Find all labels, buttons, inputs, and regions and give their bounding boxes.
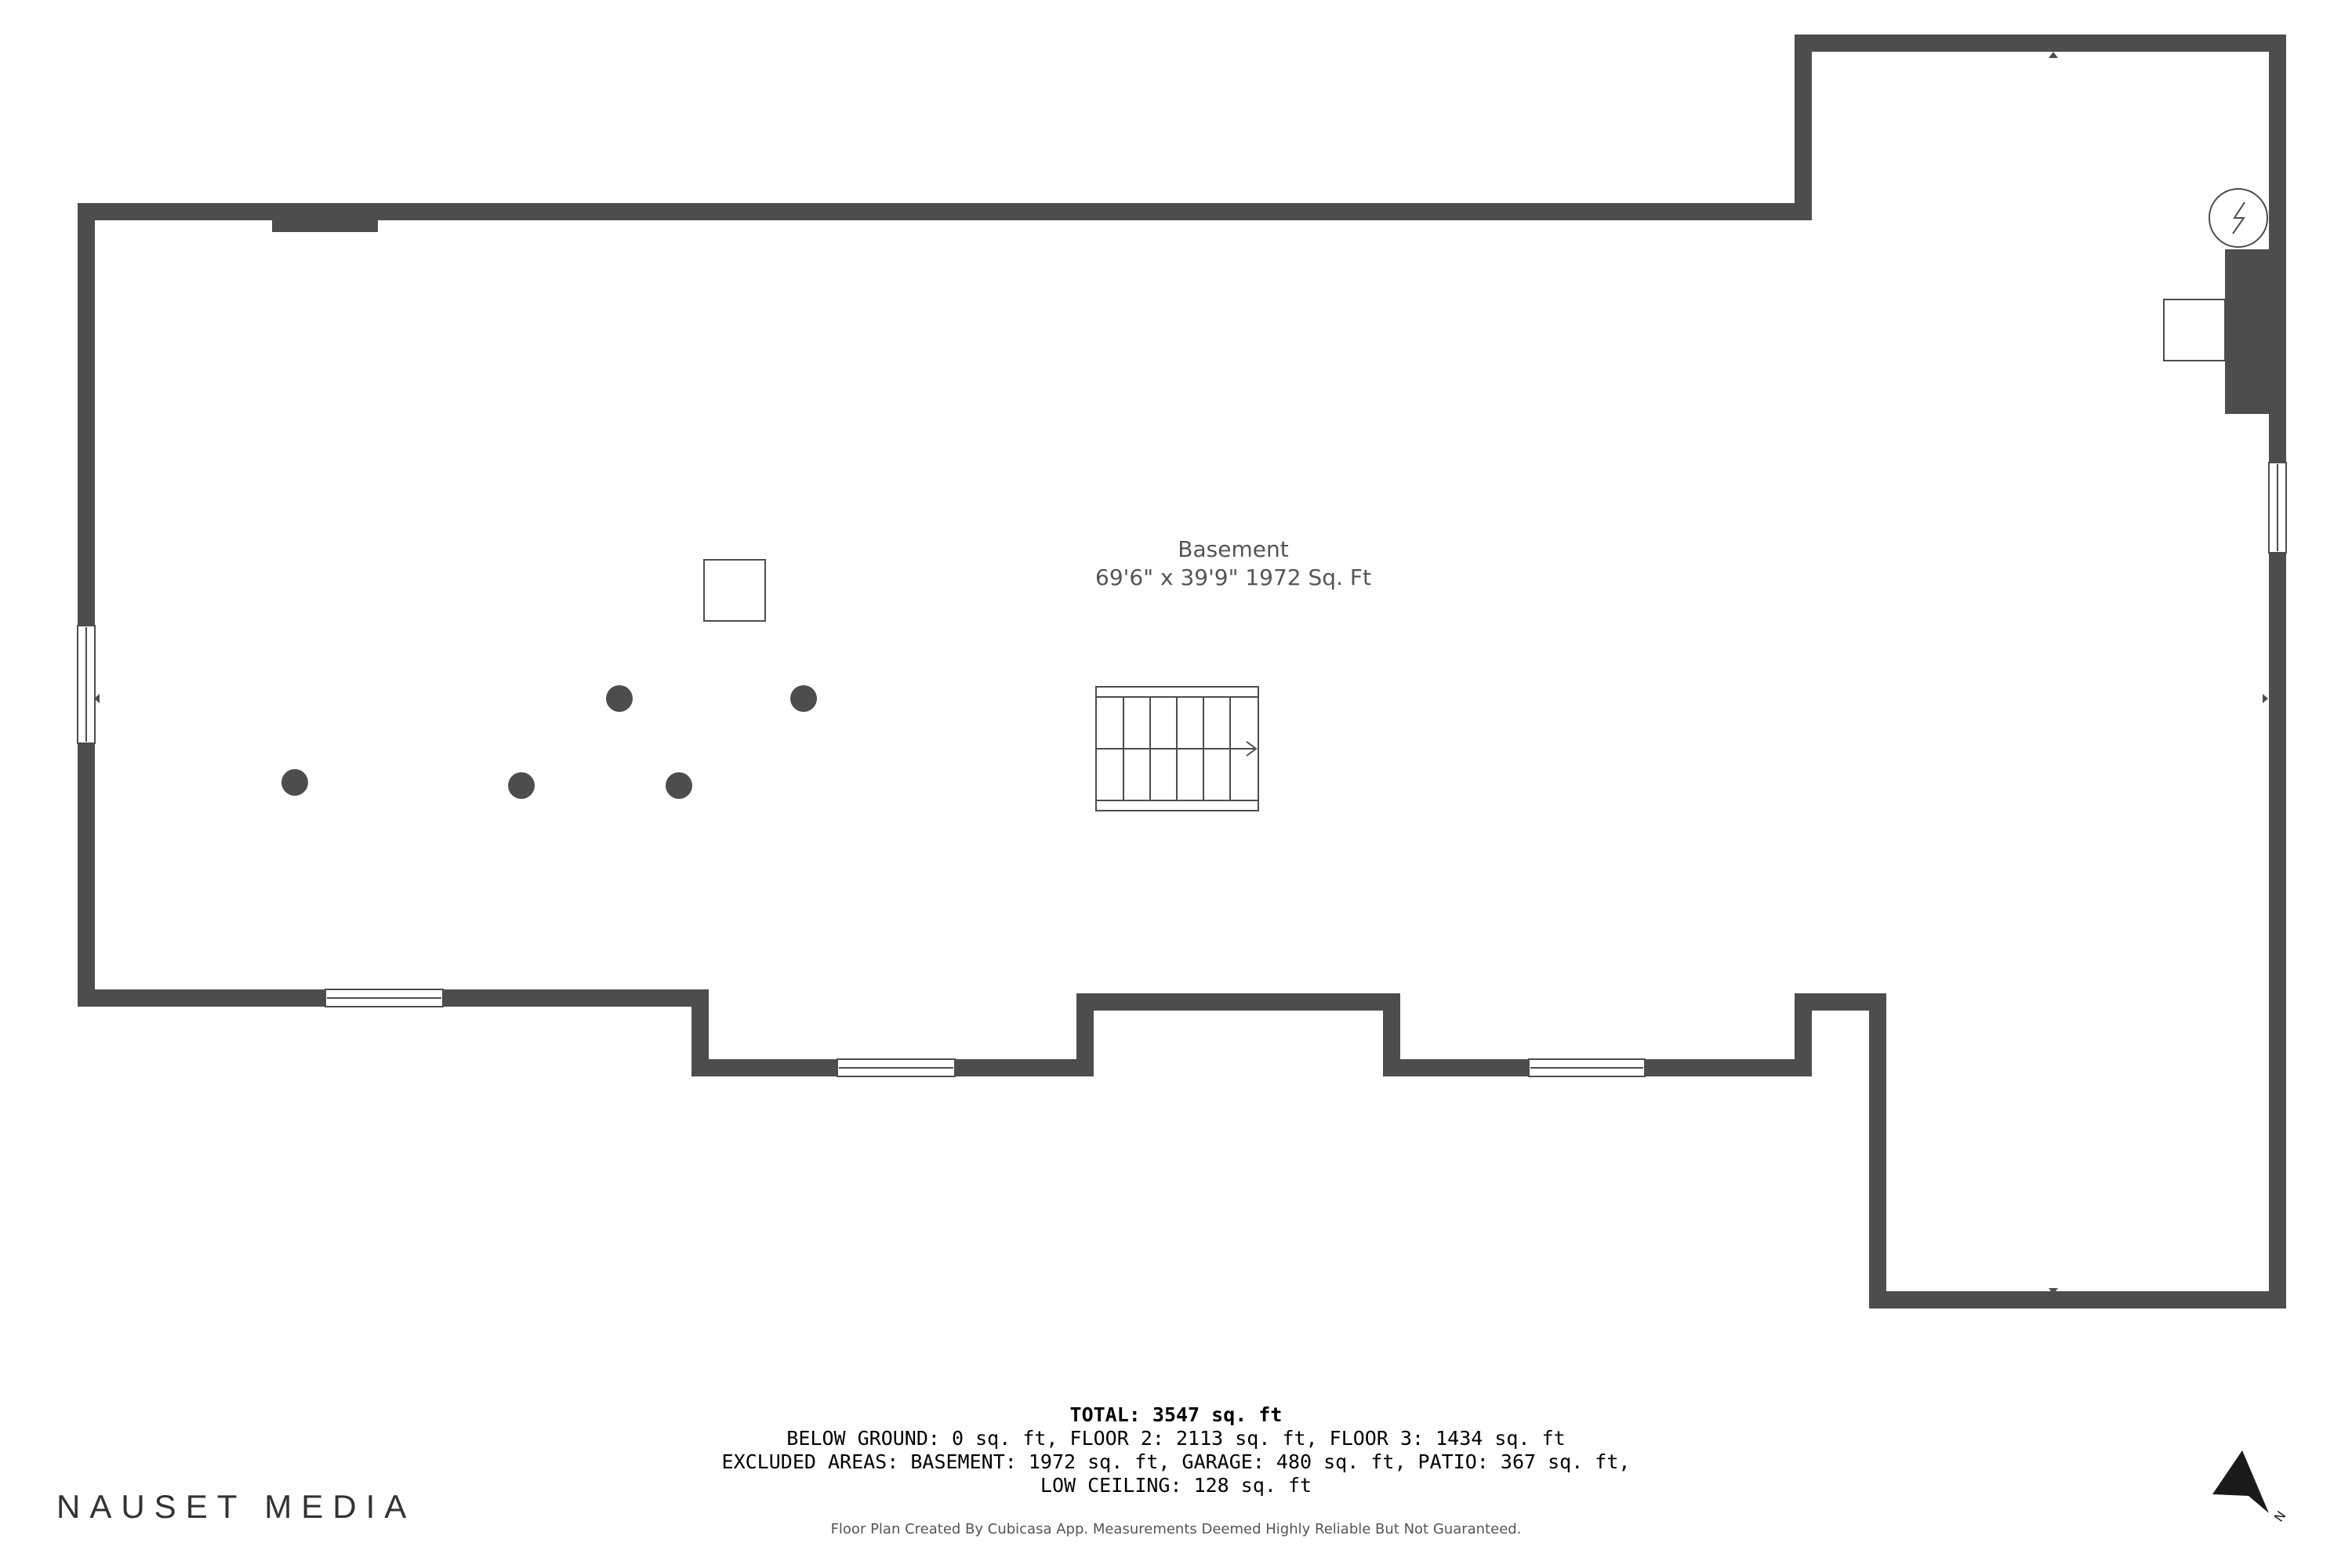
room-name: Basement — [1178, 536, 1288, 562]
support-column — [606, 685, 633, 712]
window-bottom-2 — [837, 1058, 956, 1077]
window-bottom-3 — [1528, 1058, 1646, 1077]
summary-line-2: EXCLUDED AREAS: BASEMENT: 1972 sq. ft, G… — [721, 1450, 1631, 1473]
compass-label: N — [2271, 1508, 2288, 1525]
electrical-panel-icon — [2209, 188, 2268, 248]
window-bottom-1 — [325, 989, 444, 1007]
support-column — [790, 685, 817, 712]
edge-marker — [94, 52, 2268, 1294]
window-left — [77, 625, 96, 744]
brand-logo: NAUSET MEDIA — [56, 1488, 416, 1525]
summary-line-3: LOW CEILING: 128 sq. ft — [1040, 1474, 1312, 1497]
support-column — [508, 772, 535, 799]
total-area: TOTAL: 3547 sq. ft — [1069, 1403, 1283, 1426]
area-summary: TOTAL: 3547 sq. ft BELOW GROUND: 0 sq. f… — [0, 1403, 2352, 1497]
credit-text: Floor Plan Created By Cubicasa App. Meas… — [830, 1521, 1522, 1537]
window-right — [2268, 462, 2287, 554]
support-column — [666, 772, 692, 799]
post-box — [703, 559, 766, 622]
summary-line-1: BELOW GROUND: 0 sq. ft, FLOOR 2: 2113 sq… — [786, 1427, 1566, 1450]
support-column — [281, 769, 308, 796]
chimney-block — [2225, 249, 2278, 414]
wall-block — [272, 212, 378, 232]
compass-icon: N — [2212, 1450, 2288, 1525]
room-dimensions: 69'6" x 39'9" 1972 Sq. Ft — [1095, 564, 1371, 590]
stairs — [1095, 686, 1259, 811]
exterior-wall — [78, 34, 2286, 1308]
appliance-box — [2163, 299, 2226, 361]
